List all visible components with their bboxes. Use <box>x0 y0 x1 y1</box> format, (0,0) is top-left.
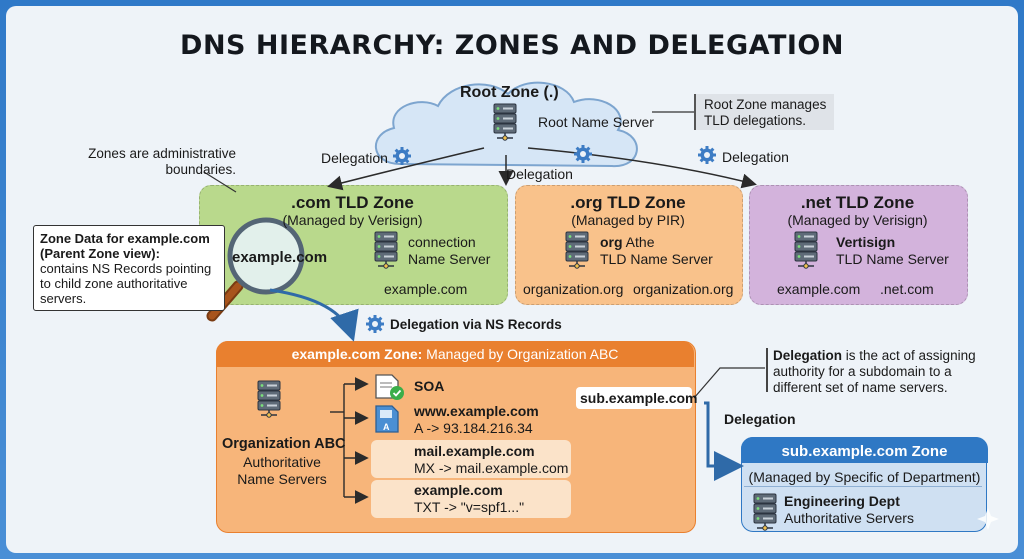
net-zone-managed: (Managed by Verisign) <box>787 212 928 228</box>
a-record-icon: A <box>375 405 399 433</box>
sub-zone-dept: Engineering Dept <box>784 493 900 509</box>
com-zone-managed: (Managed by Verisign) <box>282 212 423 228</box>
net-server-icon <box>794 231 818 269</box>
record-txt-name: example.com <box>414 482 503 498</box>
com-domain: example.com <box>384 281 468 297</box>
org-server-line2: TLD Name Server <box>600 251 713 267</box>
delegation-note-line3: different set of name servers. <box>773 380 948 395</box>
delegation-note-bold: Delegation <box>773 348 843 363</box>
example-zone-header-text: example.com Zone: Managed by Organizatio… <box>216 346 694 362</box>
records-bracket <box>330 377 369 504</box>
org-abc-server-icon <box>257 380 281 418</box>
com-server-line1: connection <box>408 234 476 250</box>
record-txt-value: TXT -> "v=spf1..." <box>414 499 525 515</box>
zones-note-leader <box>203 171 237 193</box>
root-note-text: Root Zone manages TLD delegations. <box>704 97 827 128</box>
example-zone-header <box>216 341 694 367</box>
gear-icon <box>366 315 384 333</box>
com-server-line2: Name Server <box>408 251 491 267</box>
net-zone-title: .net TLD Zone <box>800 193 915 212</box>
sub-server-icon <box>753 493 777 531</box>
page-title: DNS HIERARCHY: ZONES AND DELEGATION <box>180 30 844 61</box>
org-zone-managed: (Managed by PIR) <box>571 212 685 228</box>
svg-text:A: A <box>383 422 390 432</box>
gear-icon <box>698 146 716 164</box>
gear-icon <box>393 147 411 165</box>
example-zone-header-rest: Managed by Organization ABC <box>422 346 619 362</box>
sub-zone-servers: Authoritative Servers <box>784 510 914 526</box>
sub-zone-divider <box>744 486 982 487</box>
delegation-label-org: Delegation <box>506 166 573 182</box>
delegation-note-bar <box>766 348 768 392</box>
zone-data-callout-title: Zone Data for example.com (Parent Zone v… <box>40 231 210 261</box>
net-domain-1: example.com <box>777 281 861 297</box>
delegation-label-com: Delegation <box>321 150 388 166</box>
sub-zone-title: sub.example.com Zone <box>781 443 948 460</box>
net-domain-2: .net.com <box>880 281 934 297</box>
zones-note: Zones are administrative boundaries. <box>88 146 236 177</box>
root-note-box: Root Zone manages TLD delegations. <box>694 94 834 130</box>
org-zone-title: .org TLD Zone <box>570 193 686 212</box>
org-domain-2: organization.org <box>633 281 734 297</box>
record-mail-value: MX -> mail.example.com <box>414 460 569 476</box>
record-www-value: A -> 93.184.216.34 <box>414 420 533 436</box>
net-server-line2: TLD Name Server <box>836 251 949 267</box>
sub-delegation-label: Delegation <box>724 411 796 427</box>
record-mail-name: mail.example.com <box>414 443 535 459</box>
org-abc-sub: Authoritative Name Servers <box>237 454 327 487</box>
example-zone-header-bold: example.com Zone: <box>291 346 423 362</box>
delegation-note: Delegation is the act of assigning autho… <box>773 348 1003 396</box>
root-zone-title: Root Zone (.) <box>460 84 559 101</box>
root-server-label: Root Name Server <box>538 114 654 130</box>
magnifier-icon <box>206 217 305 322</box>
delegation-arrow-com <box>327 147 485 191</box>
org-server-icon <box>565 231 589 269</box>
net-tld-zone <box>749 185 968 305</box>
org-abc-name: Organization ABC <box>222 436 346 452</box>
org-server-line1: org Athe <box>600 234 654 250</box>
delegation-label-net: Delegation <box>722 149 789 165</box>
record-www-name: www.example.com <box>414 403 539 419</box>
org-server-rest: Athe <box>622 234 655 250</box>
net-server-line1: Vertisign <box>836 234 896 250</box>
ns-delegation-label: Delegation via NS Records <box>390 317 562 332</box>
com-zone-title: .com TLD Zone <box>291 193 414 212</box>
delegation-note-leader <box>693 367 765 399</box>
org-tld-zone <box>515 185 743 305</box>
com-server-icon <box>374 231 398 269</box>
soa-document-icon <box>375 374 404 400</box>
sub-label-box <box>576 387 692 409</box>
delegation-arrow-net <box>527 147 757 189</box>
delegation-note-line2: authority for a subdomain to a <box>773 364 952 379</box>
delegation-note-rest: is the act of assigning <box>842 348 976 363</box>
sub-zone-managed: (Managed by Specific of Department) <box>748 469 981 485</box>
ns-delegation-arrow <box>269 288 359 342</box>
gear-icon <box>574 145 592 163</box>
magnifier-text: example.com <box>232 249 328 266</box>
sub-label: sub.example.com <box>580 390 698 406</box>
root-server-icon <box>493 103 517 141</box>
sub-delegation-arrow <box>704 401 744 481</box>
org-domain-1: organization.org <box>523 281 624 297</box>
sub-zone-header <box>741 437 988 463</box>
org-server-bold: org <box>600 234 623 250</box>
mail-record-box <box>371 440 571 478</box>
zone-data-callout: Zone Data for example.com (Parent Zone v… <box>33 225 225 311</box>
zone-data-callout-text: contains NS Records pointing to child zo… <box>40 261 212 306</box>
sparkle-icon <box>977 508 999 530</box>
txt-record-box <box>371 480 571 518</box>
record-soa-name: SOA <box>414 378 445 394</box>
